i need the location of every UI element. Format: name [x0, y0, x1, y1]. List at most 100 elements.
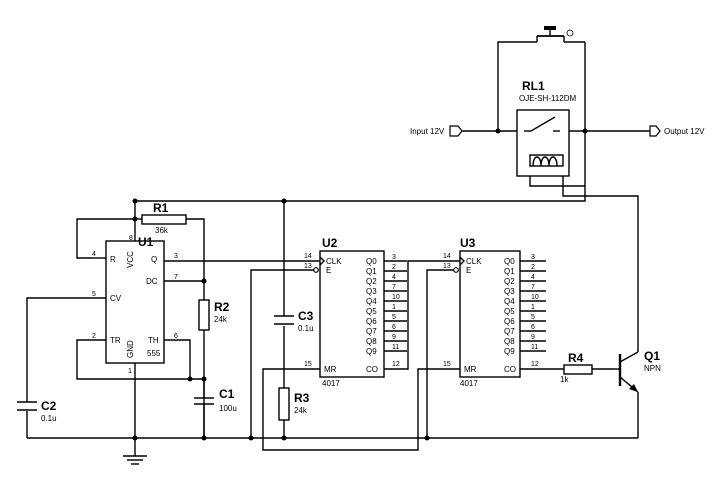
u3-q3-label: Q3	[504, 287, 515, 296]
u2-out-pin-number: 5	[392, 314, 396, 321]
r1-resistor: R1 36k	[141, 201, 187, 235]
junction-dots	[132, 128, 588, 441]
u2-pin-12-number: 12	[392, 361, 400, 368]
u2-output-labels: Q0 Q1 Q2 Q3 Q4 Q5 Q6 Q7 Q8 Q9	[366, 257, 377, 356]
u3-pin-mr-label: MR	[464, 365, 477, 374]
u2-q3-label: Q3	[366, 287, 377, 296]
output-terminal-label: Output 12V	[664, 127, 705, 136]
u3-out-pin-number: 3	[531, 254, 535, 261]
u3-counter-4017: U3 CLK E MR CO 4017 14 13 15 12 Q0 Q1 Q2…	[443, 236, 539, 388]
u2-q1-label: Q1	[366, 267, 377, 276]
r2-value-label: 24k	[214, 315, 228, 324]
u2-q8-label: Q8	[366, 337, 377, 346]
u2-out-pin-number: 2	[392, 264, 396, 271]
c2-ref-label: C2	[41, 399, 57, 413]
rl1-relay: RL1 OJE-SH-112DM	[516, 79, 577, 177]
r3-resistor: R3 24k	[278, 387, 310, 421]
c1-capacitor: C1 100u	[194, 387, 237, 438]
u2-out-pin-number: 9	[392, 334, 396, 341]
u2-pin-clk-label: CLK	[326, 257, 342, 266]
input-terminal: Input 12V	[410, 125, 463, 137]
u1-pin-3-number: 3	[174, 253, 178, 260]
q1-npn-transistor: Q1 NPN	[615, 349, 661, 393]
c1-value-label: 100u	[219, 404, 237, 413]
u1-pin-vcc-label: VCC	[126, 251, 135, 268]
u1-part-label: 555	[147, 349, 161, 358]
r4-ref-label: R4	[568, 351, 584, 365]
q1-ref-label: Q1	[644, 349, 660, 363]
c3-capacitor: C3 0.1u	[274, 309, 314, 333]
u3-pin-13-number: 13	[443, 263, 451, 270]
c3-value-label: 0.1u	[298, 324, 314, 333]
c2-value-label: 0.1u	[41, 414, 57, 423]
u1-pin-6-number: 6	[174, 333, 178, 340]
u3-pin-clk-label: CLK	[466, 257, 482, 266]
q1-type-label: NPN	[644, 364, 661, 373]
u2-pin-co-label: CO	[366, 365, 378, 374]
c2-capacitor: C2 0.1u	[17, 399, 57, 423]
u3-output-labels: Q0 Q1 Q2 Q3 Q4 Q5 Q6 Q7 Q8 Q9	[504, 257, 515, 356]
u2-q6-label: Q6	[366, 317, 377, 326]
u3-pin-co-label: CO	[504, 365, 516, 374]
u1-pin-7-number: 7	[174, 274, 178, 281]
u3-out-pin-number: 2	[531, 264, 535, 271]
ground-symbol	[123, 455, 147, 465]
c1-ref-label: C1	[219, 387, 235, 401]
u1-pin-1-number: 1	[128, 368, 132, 375]
r2-ref-label: R2	[214, 300, 230, 314]
pushbutton-switch	[536, 26, 574, 42]
r1-value-label: 36k	[155, 226, 169, 235]
u3-out-pin-number: 1	[531, 304, 535, 311]
u2-q4-label: Q4	[366, 297, 377, 306]
u2-out-pin-number: 1	[392, 304, 396, 311]
u2-q2-label: Q2	[366, 277, 377, 286]
u2-out-pin-number: 6	[392, 324, 396, 331]
u3-part-label: 4017	[460, 379, 478, 388]
u3-output-pin-numbers: 3 2 4 7 10 1 5 6 9 11	[531, 254, 539, 351]
u2-output-pin-numbers: 3 2 4 7 10 1 5 6 9 11	[392, 254, 400, 351]
u1-pin-q-label: Q	[151, 255, 157, 264]
u3-q8-label: Q8	[504, 337, 515, 346]
u1-pin-gnd-label: GND	[126, 340, 135, 358]
u2-pin-14-number: 14	[304, 253, 312, 260]
u1-pin-r-label: R	[110, 255, 116, 264]
r3-value-label: 24k	[294, 406, 308, 415]
u1-pin-2-number: 2	[92, 333, 96, 340]
u3-q1-label: Q1	[504, 267, 515, 276]
u3-q7-label: Q7	[504, 327, 515, 336]
u2-q5-label: Q5	[366, 307, 377, 316]
u2-output-stubs	[384, 260, 407, 352]
r2-resistor: R2 24k	[198, 299, 230, 331]
u3-q6-label: Q6	[504, 317, 515, 326]
u3-q2-label: Q2	[504, 277, 515, 286]
u2-out-pin-number: 3	[392, 254, 396, 261]
wires	[26, 41, 650, 456]
u1-ref-label: U1	[138, 235, 154, 249]
u3-pin-e-label: E	[466, 266, 471, 275]
u2-out-pin-number: 11	[392, 344, 399, 351]
u2-ref-label: U2	[322, 236, 338, 250]
u3-q4-label: Q4	[504, 297, 515, 306]
u2-pin-13-number: 13	[304, 263, 312, 270]
u3-out-pin-number: 7	[531, 284, 535, 291]
u3-q9-label: Q9	[504, 347, 515, 356]
r4-resistor: R4 1k	[560, 351, 593, 384]
rl1-ref-label: RL1	[522, 79, 545, 93]
u3-pin-14-number: 14	[443, 253, 451, 260]
u2-pin-mr-label: MR	[324, 365, 337, 374]
u3-pin-12-number: 12	[531, 361, 539, 368]
u3-out-pin-number: 10	[531, 294, 539, 301]
c3-ref-label: C3	[298, 309, 314, 323]
u1-pin-8-number: 8	[129, 235, 133, 242]
u3-output-stubs	[520, 260, 546, 352]
u1-pin-5-number: 5	[92, 291, 96, 298]
u3-out-pin-number: 9	[531, 334, 535, 341]
u1-pin-tr-label: TR	[110, 336, 121, 345]
r1-ref-label: R1	[153, 201, 169, 215]
u2-out-pin-number: 7	[392, 284, 396, 291]
u3-q5-label: Q5	[504, 307, 515, 316]
u3-pin-15-number: 15	[443, 361, 451, 368]
u2-q7-label: Q7	[366, 327, 377, 336]
